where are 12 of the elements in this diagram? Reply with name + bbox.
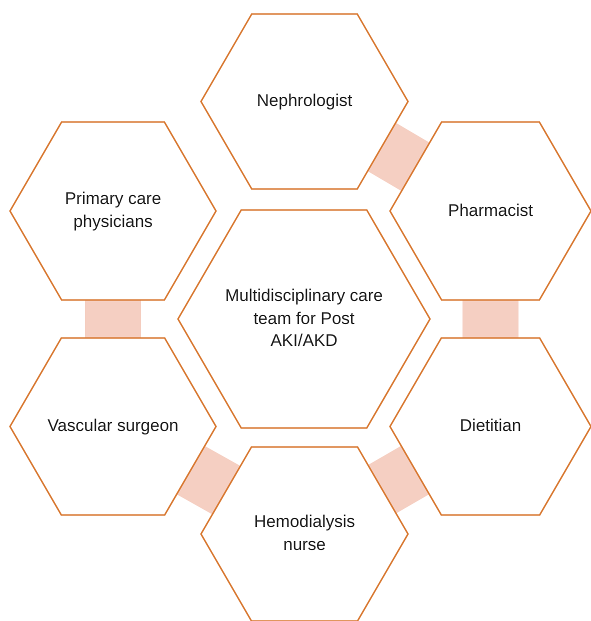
hexagon-label: Pharmacist [448, 200, 534, 222]
hexagon-label: Primary care physicians [64, 188, 162, 233]
hexagon-label: Hemodialysis nurse [252, 511, 356, 556]
hexagon-label: Multidisciplinary care team for Post AKI/AKD [224, 284, 384, 352]
connector-band [368, 446, 430, 514]
hexagon-label: Vascular surgeon [47, 415, 179, 438]
connector-band [462, 300, 518, 338]
hexagon-label: Nephrologist [256, 90, 352, 112]
connector-band [177, 446, 240, 515]
hexagon-label: Dietitian [460, 415, 522, 438]
connector-band [367, 122, 430, 192]
connector-band [85, 300, 141, 338]
